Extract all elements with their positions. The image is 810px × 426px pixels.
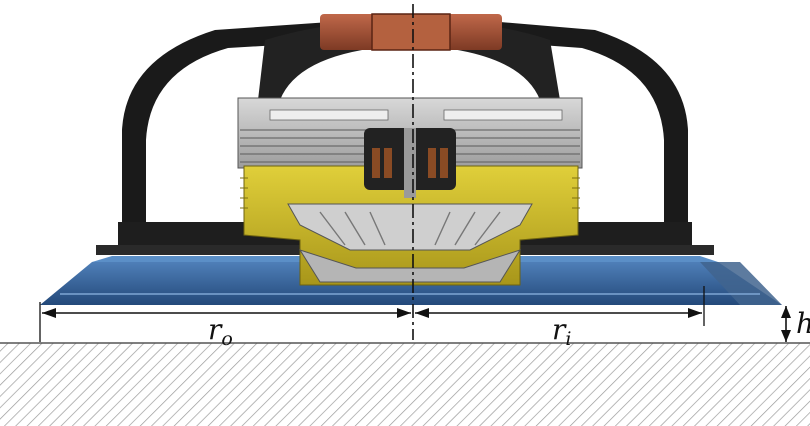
top-cap-center — [371, 13, 451, 51]
impeller-base — [298, 249, 522, 283]
stator — [364, 128, 456, 198]
r-o-arrow-left — [42, 308, 56, 318]
ground — [0, 342, 810, 426]
housing-slot-left — [269, 109, 389, 121]
ground-hatch — [0, 343, 810, 426]
impeller-blades — [319, 211, 501, 246]
motor-threads — [240, 177, 580, 209]
h-arrow-top — [781, 306, 791, 318]
r-i-arrow-left — [415, 308, 429, 318]
motor-shaft — [404, 128, 416, 198]
h-label: h — [796, 307, 810, 340]
impeller — [287, 203, 533, 283]
h-arrow-bottom — [781, 330, 791, 342]
r-o-label: ro — [208, 313, 233, 350]
skirt-right-foam — [700, 262, 782, 305]
r-o-arrow-right — [397, 308, 411, 318]
top-cap — [320, 13, 502, 51]
housing-slot-right — [443, 109, 563, 121]
r-i-arrow-right — [688, 308, 702, 318]
frame-right-arm — [500, 22, 688, 250]
stator-windings — [372, 148, 448, 178]
dimension-annotations: ro ri h — [39, 286, 810, 350]
r-i-label: ri — [552, 313, 571, 350]
impeller-disc — [287, 203, 533, 251]
